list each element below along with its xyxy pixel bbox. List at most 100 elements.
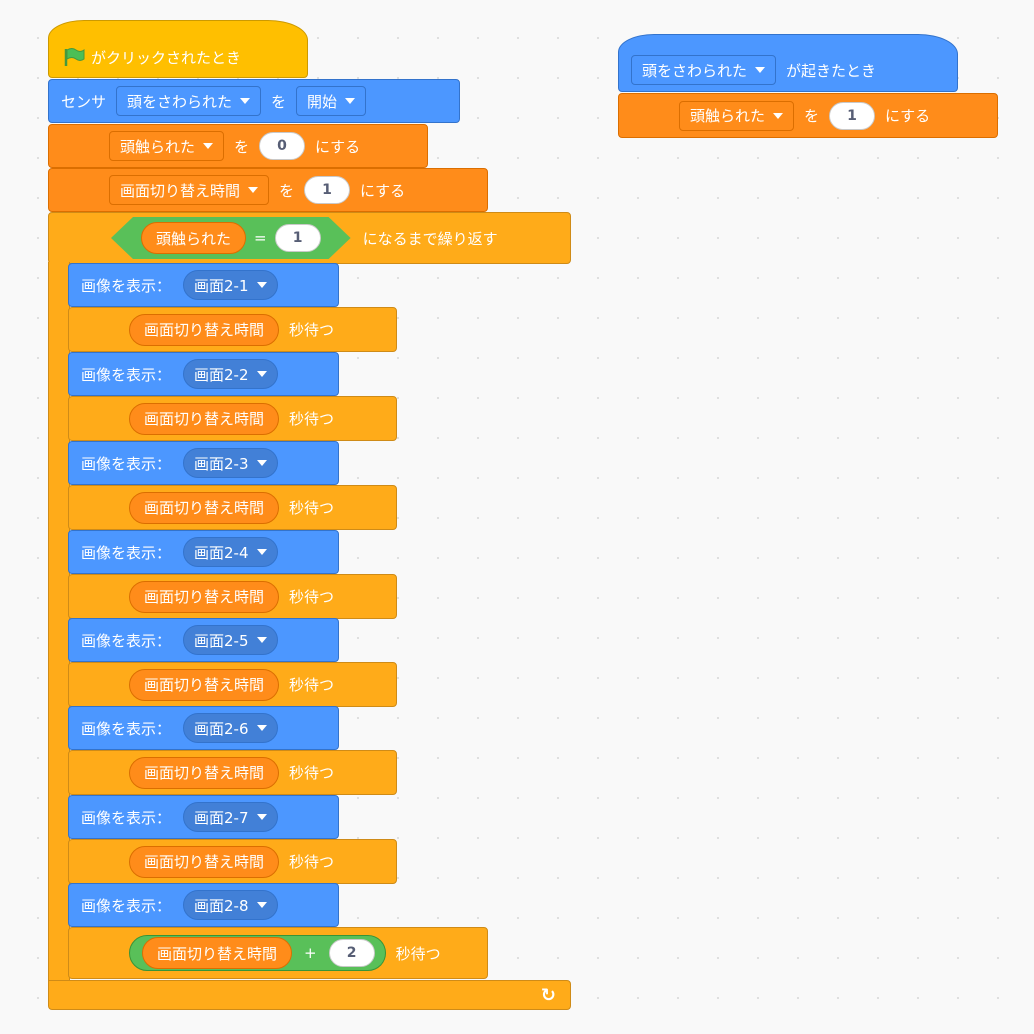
- switch-costume-block[interactable]: 画像を表示： 画面2-1: [68, 263, 339, 307]
- switch-costume-block[interactable]: 画像を表示： 画面2-2: [68, 352, 339, 396]
- set-switch-time-block[interactable]: 画面切り替え時間 を 1 にする: [48, 168, 488, 212]
- equals-sign: =: [254, 229, 267, 247]
- dropdown-caret-icon: [256, 371, 267, 377]
- costume-dropdown[interactable]: 画面2-6: [183, 713, 278, 743]
- variable-dropdown-value: 頭触られた: [690, 107, 766, 125]
- wait-block[interactable]: 画面切り替え時間 秒待つ: [68, 574, 397, 619]
- costume-dropdown[interactable]: 画面2-4: [183, 537, 278, 567]
- switch-costume-block[interactable]: 画像を表示： 画面2-4: [68, 530, 339, 574]
- dropdown-caret-icon: [256, 282, 267, 288]
- dropdown-caret-icon: [256, 814, 267, 820]
- equals-operator[interactable]: 頭触られた = 1: [111, 217, 351, 259]
- touched-reporter[interactable]: 頭触られた: [141, 222, 246, 254]
- dropdown-caret-icon: [773, 112, 784, 119]
- wait-block[interactable]: 画面切り替え時間 秒待つ: [68, 839, 397, 884]
- sensor-dropdown[interactable]: 頭をさわられた: [116, 86, 262, 116]
- sensor-event-dropdown-value: 頭をさわられた: [642, 61, 748, 80]
- dropdown-caret-icon: [256, 725, 267, 731]
- costume-dropdown-value: 画面2-1: [194, 276, 249, 295]
- dropdown-caret-icon: [256, 460, 267, 466]
- costume-dropdown[interactable]: 画面2-2: [183, 359, 278, 389]
- wait-block[interactable]: 画面切り替え時間 秒待つ: [68, 750, 397, 795]
- wait-suffix-label: 秒待つ: [289, 499, 335, 517]
- action-dropdown[interactable]: 開始: [296, 86, 367, 116]
- wait-suffix-label: 秒待つ: [289, 764, 335, 782]
- variable-dropdown[interactable]: 画面切り替え時間: [109, 175, 270, 205]
- repeat-until-header[interactable]: 頭触られた = 1 になるまで繰り返す: [48, 212, 571, 264]
- wait-block[interactable]: 画面切り替え時間 + 2 秒待つ: [68, 927, 488, 979]
- value-input[interactable]: 0: [259, 132, 306, 160]
- dropdown-caret-icon: [240, 98, 251, 104]
- green-flag-icon: [64, 48, 85, 66]
- costume-dropdown[interactable]: 画面2-1: [183, 270, 278, 300]
- show-image-label: 画像を表示：: [81, 808, 172, 827]
- costume-dropdown-value: 画面2-2: [194, 365, 249, 384]
- costume-dropdown[interactable]: 画面2-3: [183, 448, 278, 478]
- sensor-event-dropdown[interactable]: 頭をさわられた: [631, 55, 777, 85]
- switch-costume-block[interactable]: 画像を表示： 画面2-5: [68, 618, 339, 662]
- costume-dropdown-value: 画面2-4: [194, 543, 249, 562]
- when-flag-clicked-block[interactable]: がクリックされたとき: [48, 20, 308, 78]
- variable-dropdown[interactable]: 頭触られた: [109, 131, 225, 161]
- add-operator[interactable]: 画面切り替え時間 + 2: [129, 935, 386, 971]
- dropdown-caret-icon: [203, 143, 214, 149]
- set-touched-block[interactable]: 頭触られた を 0 にする: [48, 124, 428, 168]
- repeat-footer: ↻: [48, 980, 571, 1010]
- wait-block[interactable]: 画面切り替え時間 秒待つ: [68, 662, 397, 707]
- set-touched-block[interactable]: 頭触られた を 1 にする: [618, 93, 998, 138]
- dropdown-caret-icon: [345, 98, 356, 104]
- switch-costume-block[interactable]: 画像を表示： 画面2-8: [68, 883, 339, 927]
- repeat-spine: [48, 262, 70, 982]
- switch-costume-block[interactable]: 画像を表示： 画面2-7: [68, 795, 339, 839]
- wait-suffix-label: 秒待つ: [289, 410, 335, 428]
- show-image-label: 画像を表示：: [81, 631, 172, 650]
- show-image-label: 画像を表示：: [81, 719, 172, 738]
- switch-costume-block[interactable]: 画像を表示： 画面2-6: [68, 706, 339, 750]
- set-suffix-label: にする: [360, 181, 406, 200]
- set-suffix-label: にする: [885, 107, 931, 125]
- sensor-block[interactable]: センサ 頭をさわられた を 開始: [48, 79, 460, 123]
- wait-block[interactable]: 画面切り替え時間 秒待つ: [68, 396, 397, 441]
- dropdown-caret-icon: [256, 637, 267, 643]
- switch-time-reporter[interactable]: 画面切り替え時間: [142, 937, 293, 969]
- equals-right-input[interactable]: 1: [275, 224, 321, 252]
- dropdown-caret-icon: [256, 902, 267, 908]
- costume-dropdown[interactable]: 画面2-8: [183, 890, 278, 920]
- costume-dropdown-value: 画面2-6: [194, 719, 249, 738]
- show-image-label: 画像を表示：: [81, 276, 172, 295]
- plus-value-input[interactable]: 2: [328, 939, 375, 967]
- costume-dropdown[interactable]: 画面2-7: [183, 802, 278, 832]
- switch-time-reporter[interactable]: 画面切り替え時間: [129, 402, 280, 435]
- action-dropdown-value: 開始: [307, 92, 338, 111]
- variable-dropdown[interactable]: 頭触られた: [679, 100, 795, 131]
- event-suffix-label: が起きたとき: [786, 61, 877, 80]
- switch-time-reporter[interactable]: 画面切り替え時間: [129, 580, 280, 613]
- value-input[interactable]: 1: [829, 101, 876, 130]
- costume-dropdown-value: 画面2-8: [194, 896, 249, 915]
- switch-time-reporter[interactable]: 画面切り替え時間: [129, 668, 280, 701]
- dropdown-caret-icon: [755, 67, 766, 73]
- switch-time-reporter[interactable]: 画面切り替え時間: [129, 313, 280, 346]
- wait-suffix-label: 秒待つ: [289, 853, 335, 871]
- show-image-label: 画像を表示：: [81, 543, 172, 562]
- switch-time-reporter[interactable]: 画面切り替え時間: [129, 491, 280, 524]
- wait-block[interactable]: 画面切り替え時間 秒待つ: [68, 485, 397, 530]
- wo-label: を: [271, 92, 287, 111]
- plus-sign: +: [304, 944, 317, 962]
- wait-suffix-label: 秒待つ: [289, 676, 335, 694]
- switch-time-reporter[interactable]: 画面切り替え時間: [129, 845, 280, 878]
- wait-block[interactable]: 画面切り替え時間 秒待つ: [68, 307, 397, 352]
- costume-dropdown-value: 画面2-3: [194, 454, 249, 473]
- costume-dropdown-value: 画面2-7: [194, 808, 249, 827]
- show-image-label: 画像を表示：: [81, 454, 172, 473]
- switch-time-reporter[interactable]: 画面切り替え時間: [129, 756, 280, 789]
- dropdown-caret-icon: [248, 187, 259, 193]
- value-input[interactable]: 1: [304, 176, 351, 204]
- variable-dropdown-value: 頭触られた: [120, 137, 196, 156]
- costume-dropdown[interactable]: 画面2-5: [183, 625, 278, 655]
- repeat-suffix-label: になるまで繰り返す: [362, 229, 498, 248]
- sensor-dropdown-value: 頭をさわられた: [127, 92, 233, 111]
- costume-dropdown-value: 画面2-5: [194, 631, 249, 650]
- switch-costume-block[interactable]: 画像を表示： 画面2-3: [68, 441, 339, 485]
- when-sensor-event-block[interactable]: 頭をさわられた が起きたとき: [618, 34, 958, 92]
